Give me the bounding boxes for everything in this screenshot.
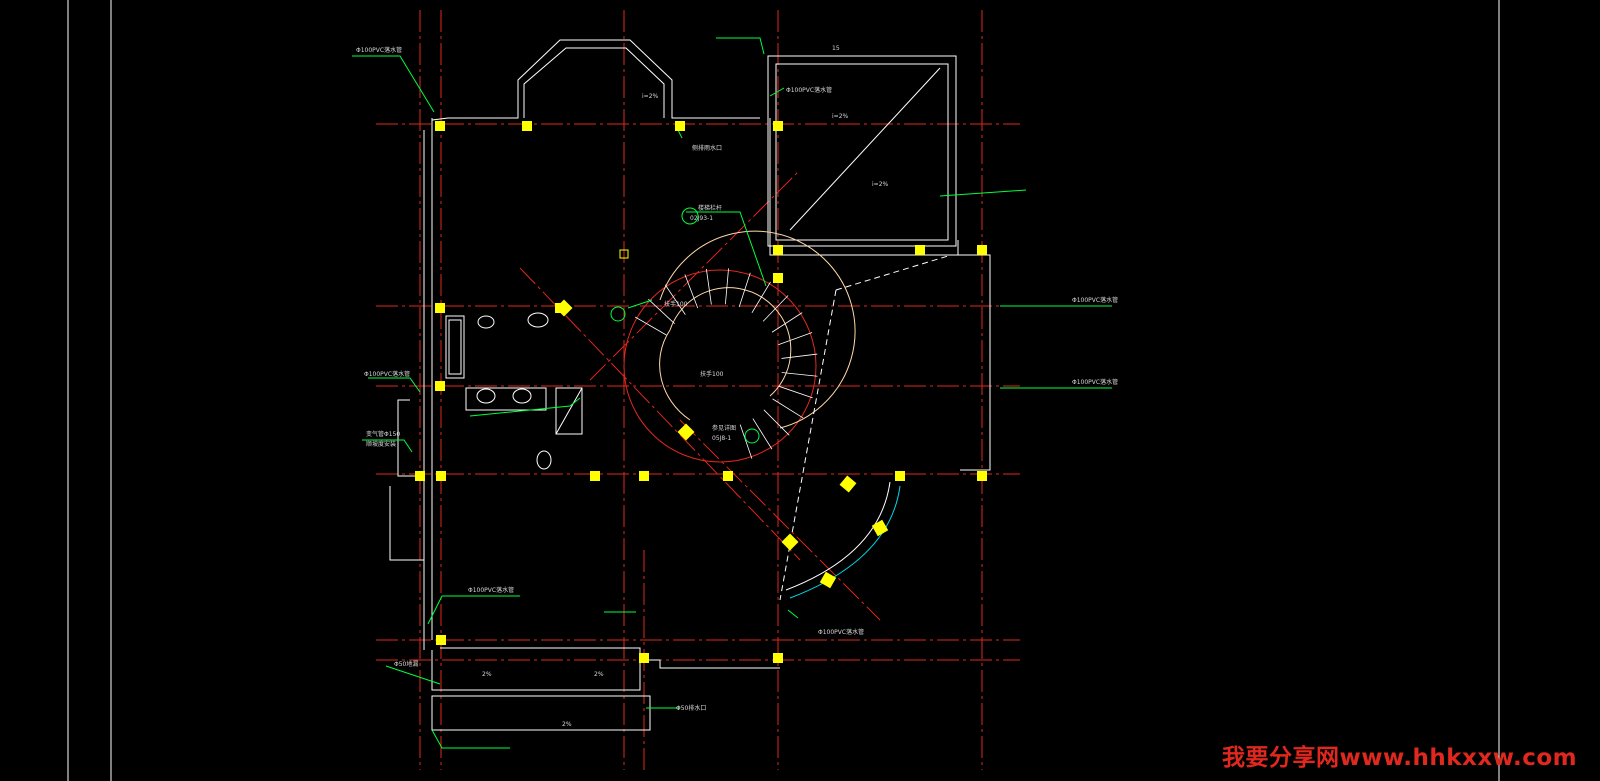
label-pipe-spec: 变气管Φ150 bbox=[366, 430, 400, 438]
stair-tread bbox=[762, 295, 789, 322]
label-pipe-7: Φ100PVC落水管 bbox=[818, 628, 864, 636]
label-pipe-5: Φ100PVC落水管 bbox=[1072, 378, 1118, 386]
label-pipe-4: Φ100PVC落水管 bbox=[1072, 296, 1118, 304]
column bbox=[435, 121, 445, 131]
label-handrail-2: 扶手100 bbox=[700, 370, 724, 378]
structural-columns bbox=[415, 121, 987, 663]
column bbox=[819, 571, 837, 589]
leader-lines bbox=[352, 37, 1112, 749]
label-scupper-2: Φ50排水口 bbox=[676, 704, 706, 712]
bathroom-fixtures bbox=[465, 312, 583, 470]
column bbox=[677, 423, 695, 441]
column bbox=[839, 475, 857, 493]
column bbox=[435, 381, 445, 391]
label-slope-2: i=2% bbox=[832, 113, 849, 120]
column bbox=[773, 121, 783, 131]
stair-tread bbox=[738, 272, 751, 308]
column bbox=[781, 533, 799, 551]
label-dim-2b: 2% bbox=[594, 671, 604, 678]
stair-tread bbox=[634, 316, 667, 336]
label-stair-ref: 05J8-1 bbox=[712, 435, 731, 442]
column bbox=[871, 519, 889, 537]
label-dim-2a: 2% bbox=[482, 671, 492, 678]
column bbox=[895, 471, 905, 481]
watermark-text: 我要分享网www.hhkxxw.com bbox=[1222, 745, 1578, 771]
stair-tread bbox=[648, 298, 675, 325]
detail-callout-circle bbox=[681, 207, 699, 225]
column bbox=[723, 471, 733, 481]
column bbox=[415, 471, 425, 481]
column bbox=[977, 245, 987, 255]
column bbox=[915, 245, 925, 255]
label-pipe-3: Φ100PVC落水管 bbox=[364, 370, 410, 378]
label-handrail-1: 扶手100 bbox=[664, 300, 688, 308]
column bbox=[773, 273, 783, 283]
column bbox=[675, 121, 685, 131]
drawing-frame bbox=[67, 0, 1500, 781]
stair-tread bbox=[781, 372, 818, 377]
label-pipe-spec-2: 顺坡度安装 bbox=[366, 440, 396, 448]
stair-tread bbox=[778, 385, 813, 399]
curved-glass-wall bbox=[779, 255, 949, 601]
spiral-staircase bbox=[623, 230, 856, 463]
column bbox=[555, 299, 573, 317]
label-stair-railing: 楼梯栏杆 bbox=[698, 204, 722, 212]
column bbox=[639, 653, 649, 663]
stair-tread bbox=[772, 398, 804, 419]
column bbox=[522, 121, 532, 131]
label-scupper: 侧排雨水口 bbox=[692, 144, 722, 152]
stair-treads bbox=[634, 268, 818, 459]
stair-tread bbox=[781, 353, 818, 359]
column bbox=[436, 635, 446, 645]
column bbox=[590, 471, 600, 481]
label-dim-15: 15 bbox=[832, 45, 840, 52]
column bbox=[435, 303, 445, 313]
stair-tread bbox=[763, 409, 790, 436]
stair-tread bbox=[752, 418, 773, 450]
stair-tread bbox=[771, 312, 803, 333]
annotation-labels: Φ100PVC落水管 Φ100PVC落水管 i=2% 15 侧排雨水口 i=2%… bbox=[356, 45, 1118, 728]
label-slope-1: i=2% bbox=[642, 93, 659, 100]
column bbox=[977, 471, 987, 481]
label-pipe-2: Φ100PVC落水管 bbox=[786, 86, 832, 94]
stair-tread bbox=[664, 284, 686, 315]
stair-tread bbox=[739, 424, 753, 459]
column bbox=[773, 245, 783, 255]
column bbox=[436, 471, 446, 481]
label-atlas-ref: 02J93-1 bbox=[690, 215, 713, 222]
label-pipe-1: Φ100PVC落水管 bbox=[356, 46, 402, 54]
column bbox=[639, 471, 649, 481]
section-marks bbox=[610, 207, 760, 444]
axis-grid-lines bbox=[376, 10, 1020, 770]
stair-tread bbox=[725, 268, 729, 305]
column bbox=[773, 653, 783, 663]
stair-tread bbox=[684, 274, 699, 309]
walls bbox=[389, 39, 991, 731]
stair-tread bbox=[705, 268, 712, 305]
label-stair-detail: 参见详图 bbox=[712, 424, 736, 432]
detail-callout-circle bbox=[744, 428, 760, 444]
vent-square bbox=[619, 249, 629, 259]
detail-callout-circle bbox=[610, 306, 626, 322]
stair-tread bbox=[778, 332, 813, 346]
stair-tread bbox=[751, 281, 771, 314]
label-pipe-6: Φ100PVC落水管 bbox=[468, 586, 514, 594]
label-slope-3: i=2% bbox=[872, 181, 889, 188]
label-dim-2c: 2% bbox=[562, 721, 572, 728]
label-drain: Φ50地漏 bbox=[394, 660, 418, 668]
